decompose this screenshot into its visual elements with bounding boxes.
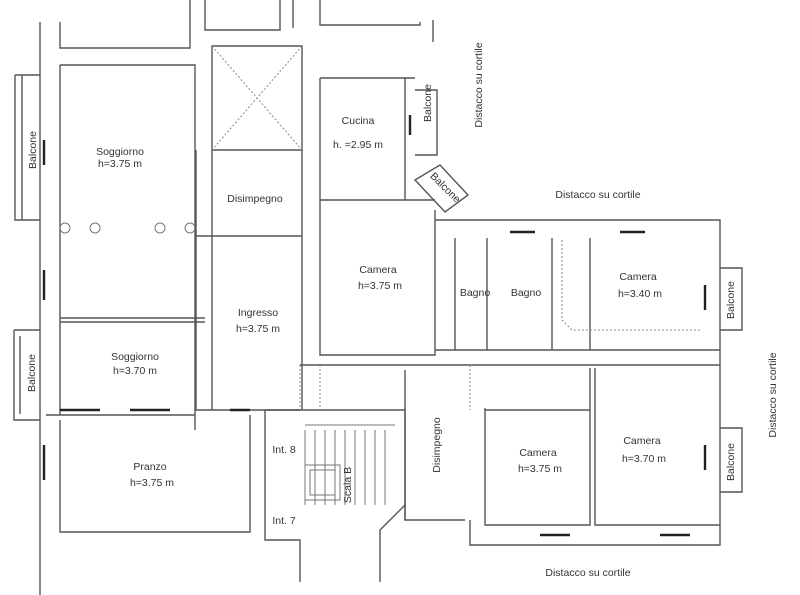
unit-label: Int. 8 <box>272 444 296 456</box>
stair: Int. 8 Int. 7 Scala B <box>272 444 354 527</box>
courtyard-label: Distacco su cortile <box>767 352 779 437</box>
room-height: h=3.75 m <box>358 280 402 292</box>
room-name: Camera <box>519 447 557 459</box>
room-height: h=3.75 m <box>98 158 142 170</box>
courtyard-label: Distacco su cortile <box>473 42 485 127</box>
balcony-label: Balcone <box>725 281 737 319</box>
room-name: Camera <box>359 264 397 276</box>
room-height: h=3.75 m <box>236 323 280 335</box>
courtyard-label: Distacco su cortile <box>555 189 640 201</box>
room-name: Disimpegno <box>431 417 443 473</box>
balcony-label: Balcone <box>26 354 38 392</box>
room-height: h=3.75 m <box>518 463 562 475</box>
courtyard-label: Distacco su cortile <box>545 567 630 579</box>
unit-label: Int. 7 <box>272 515 296 527</box>
room-name: Camera <box>623 435 661 447</box>
room-name: Ingresso <box>238 307 278 319</box>
room-name: Bagno <box>460 287 491 299</box>
room-name: Disimpegno <box>227 193 283 205</box>
courtyard-labels: Distacco su cortile Distacco su cortile … <box>473 42 779 579</box>
walls <box>13 0 743 595</box>
room-height: h=3.40 m <box>618 288 662 300</box>
balcony-label: Balcone <box>27 131 39 169</box>
room-height: h=3.70 m <box>622 453 666 465</box>
room-height: h. =2.95 m <box>333 139 383 151</box>
balcony-label: Balcone <box>725 443 737 481</box>
room-name: Soggiorno <box>111 351 159 363</box>
balcony-label: Balcone <box>422 84 434 122</box>
room-name: Camera <box>619 271 657 283</box>
stair-label: Scala B <box>342 467 354 503</box>
room-name: Cucina <box>342 115 375 127</box>
room-name: Soggiorno <box>96 146 144 158</box>
room-name: Pranzo <box>133 461 166 473</box>
room-labels: Soggiorno h=3.75 m Cucina h. =2.95 m Dis… <box>96 115 666 489</box>
room-height: h=3.75 m <box>130 477 174 489</box>
room-height: h=3.70 m <box>113 365 157 377</box>
room-name: Bagno <box>511 287 542 299</box>
